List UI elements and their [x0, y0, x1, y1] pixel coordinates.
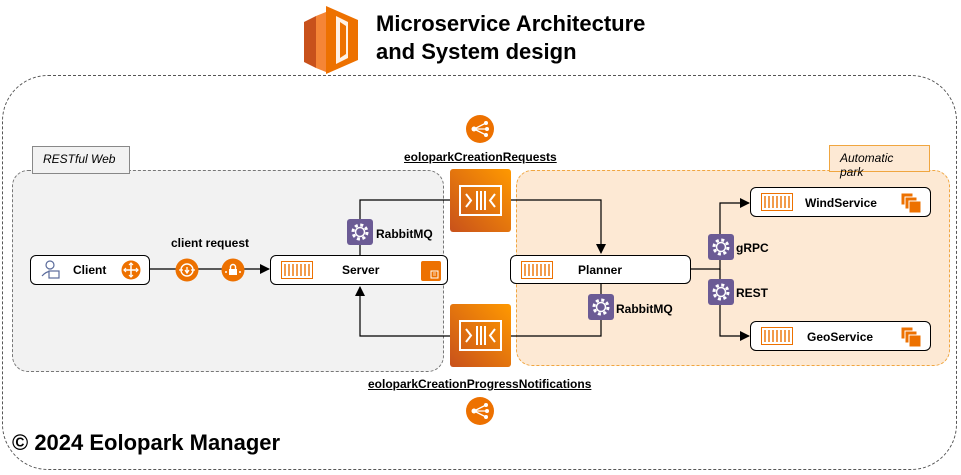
rabbitmq-planner-label: RabbitMQ	[616, 302, 673, 316]
client-node[interactable]: Client	[30, 255, 150, 285]
client-request-label: client request	[171, 236, 250, 250]
app-icon	[421, 261, 441, 281]
system-boundary	[2, 75, 957, 470]
planner-node[interactable]: Planner	[510, 255, 691, 284]
windservice-node[interactable]: WindService	[750, 187, 931, 217]
user-icon	[41, 260, 60, 279]
container-icon	[761, 327, 793, 345]
copyright-footer: © 2024 Eolopark Manager	[12, 430, 281, 455]
grpc-label: gRPC	[736, 241, 769, 255]
move-icon	[121, 260, 141, 280]
queue-progress-label: eoloparkCreationProgressNotifications	[368, 377, 592, 391]
gear-icon	[347, 219, 373, 245]
queue-requests-label: eoloparkCreationRequests	[404, 150, 557, 164]
queue-progress-icon	[450, 304, 511, 367]
geoservice-node[interactable]: GeoService	[750, 321, 931, 351]
sns-topic-icon	[466, 115, 494, 143]
planner-label: Planner	[578, 263, 623, 277]
sns-topic-icon	[466, 397, 494, 425]
gear-icon	[708, 279, 734, 305]
server-label: Server	[342, 263, 380, 277]
lock-icon	[221, 258, 245, 282]
automatic-park-label: Automatic park	[829, 145, 930, 179]
api-gateway-icon	[175, 258, 199, 282]
title-line-1: Microservice Architecture	[376, 11, 646, 36]
page-title: Microservice Architecture and System des…	[376, 10, 645, 66]
container-icon	[521, 261, 553, 279]
title-line-2: and System design	[376, 39, 577, 64]
container-icon	[761, 193, 793, 211]
server-node[interactable]: Server	[270, 255, 448, 285]
aws-cloudformation-logo	[304, 6, 358, 74]
rest-label: REST	[736, 286, 769, 300]
windservice-label: WindService	[805, 196, 877, 210]
layers-icon	[901, 193, 921, 213]
restful-web-label: RESTful Web	[32, 146, 130, 174]
rabbitmq-server-label: RabbitMQ	[376, 227, 433, 241]
queue-requests-icon	[450, 169, 511, 232]
layers-icon	[901, 327, 921, 347]
container-icon	[281, 261, 313, 279]
gear-icon	[588, 294, 614, 320]
client-label: Client	[73, 263, 107, 277]
geoservice-label: GeoService	[807, 330, 874, 344]
gear-icon	[708, 234, 734, 260]
